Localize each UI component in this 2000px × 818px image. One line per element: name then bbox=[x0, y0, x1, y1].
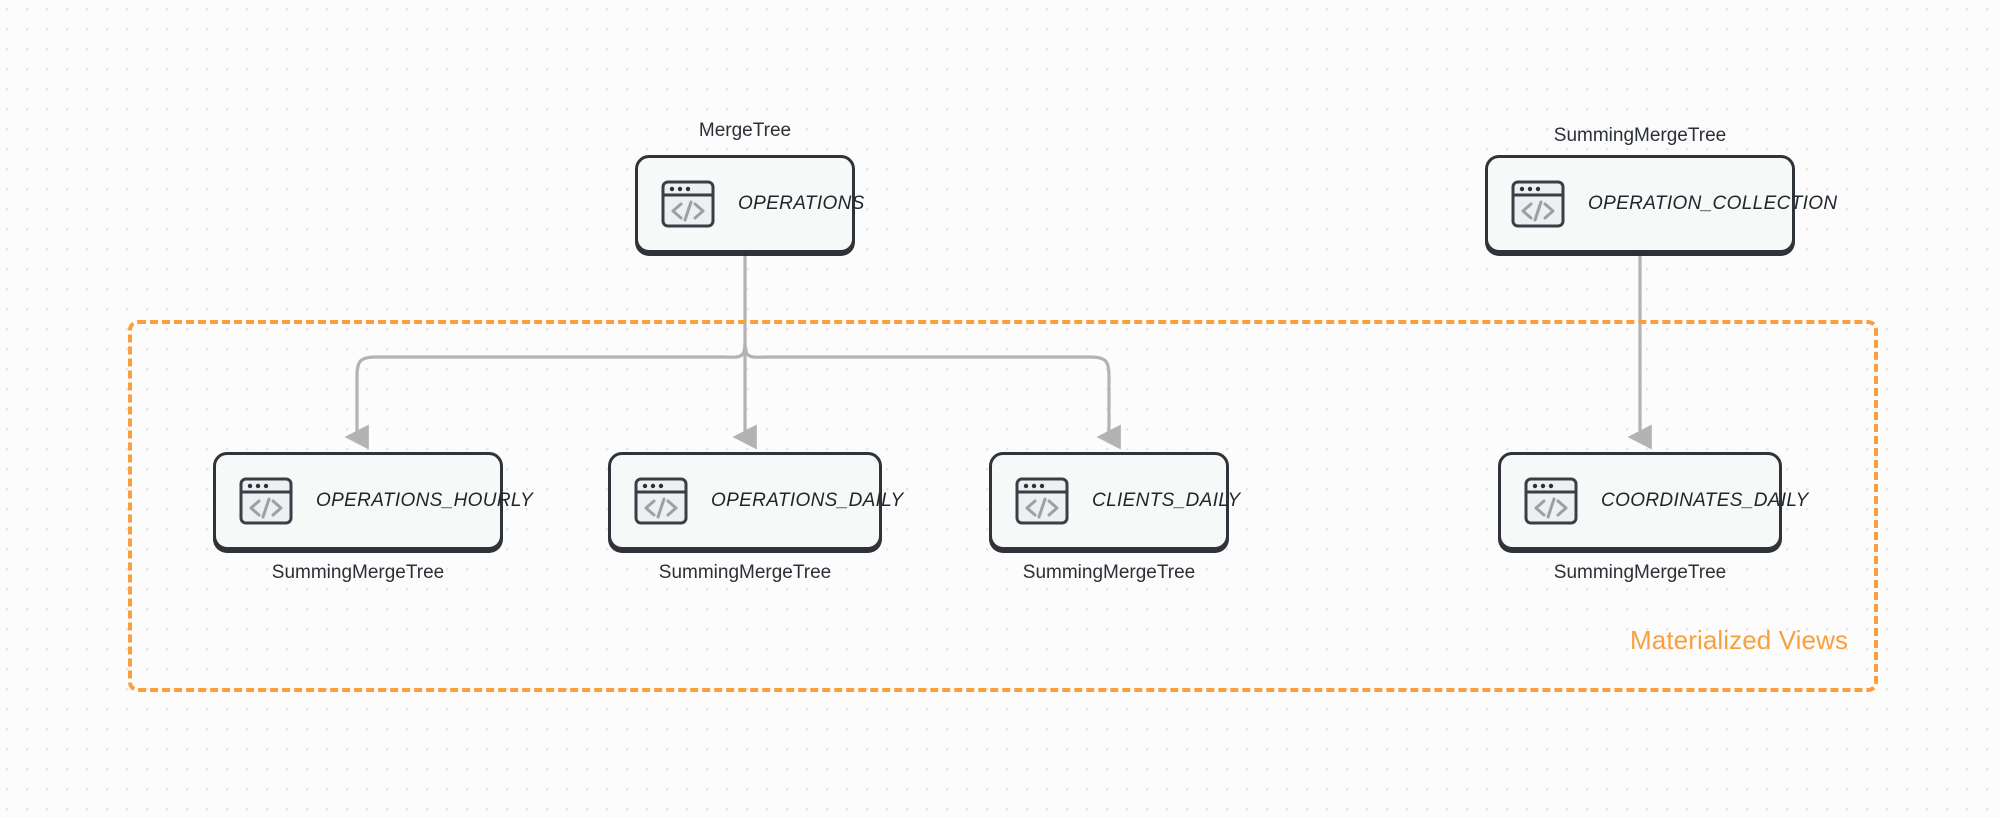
engine-caption-coordinates-daily: SummingMergeTree bbox=[1553, 562, 1727, 583]
engine-caption-clients-daily: SummingMergeTree bbox=[1022, 562, 1196, 583]
node-operation-collection[interactable]: OPERATION_COLLECTION bbox=[1485, 155, 1837, 253]
node-operations-hourly[interactable]: OPERATIONS_HOURLY bbox=[213, 452, 533, 550]
materialized-views-group-label: Materialized Views bbox=[1630, 625, 1849, 655]
node-label-clients-daily: CLIENTS_DAILY bbox=[1092, 490, 1241, 511]
materialized-views-group bbox=[128, 320, 1878, 692]
code-window-icon bbox=[660, 178, 716, 230]
code-window-icon bbox=[238, 475, 294, 527]
node-operations-daily[interactable]: OPERATIONS_DAILY bbox=[608, 452, 903, 550]
node-label-operation-collection: OPERATION_COLLECTION bbox=[1588, 193, 1838, 214]
node-coordinates-daily[interactable]: COORDINATES_DAILY bbox=[1498, 452, 1808, 550]
code-window-icon bbox=[1014, 475, 1070, 527]
engine-caption-operations-daily: SummingMergeTree bbox=[658, 562, 832, 583]
engine-caption-operations: MergeTree bbox=[698, 120, 792, 141]
code-window-icon bbox=[633, 475, 689, 527]
code-window-icon bbox=[1523, 475, 1579, 527]
node-label-operations: OPERATIONS bbox=[738, 193, 865, 214]
node-label-coordinates-daily: COORDINATES_DAILY bbox=[1601, 490, 1809, 511]
node-label-operations-daily: OPERATIONS_DAILY bbox=[711, 490, 904, 511]
node-clients-daily[interactable]: CLIENTS_DAILY bbox=[989, 452, 1240, 550]
node-label-operations-hourly: OPERATIONS_HOURLY bbox=[316, 490, 534, 511]
code-window-icon bbox=[1510, 178, 1566, 230]
node-operations[interactable]: OPERATIONS bbox=[635, 155, 864, 253]
engine-caption-operations-hourly: SummingMergeTree bbox=[271, 562, 445, 583]
engine-caption-operation-collection: SummingMergeTree bbox=[1553, 125, 1727, 146]
